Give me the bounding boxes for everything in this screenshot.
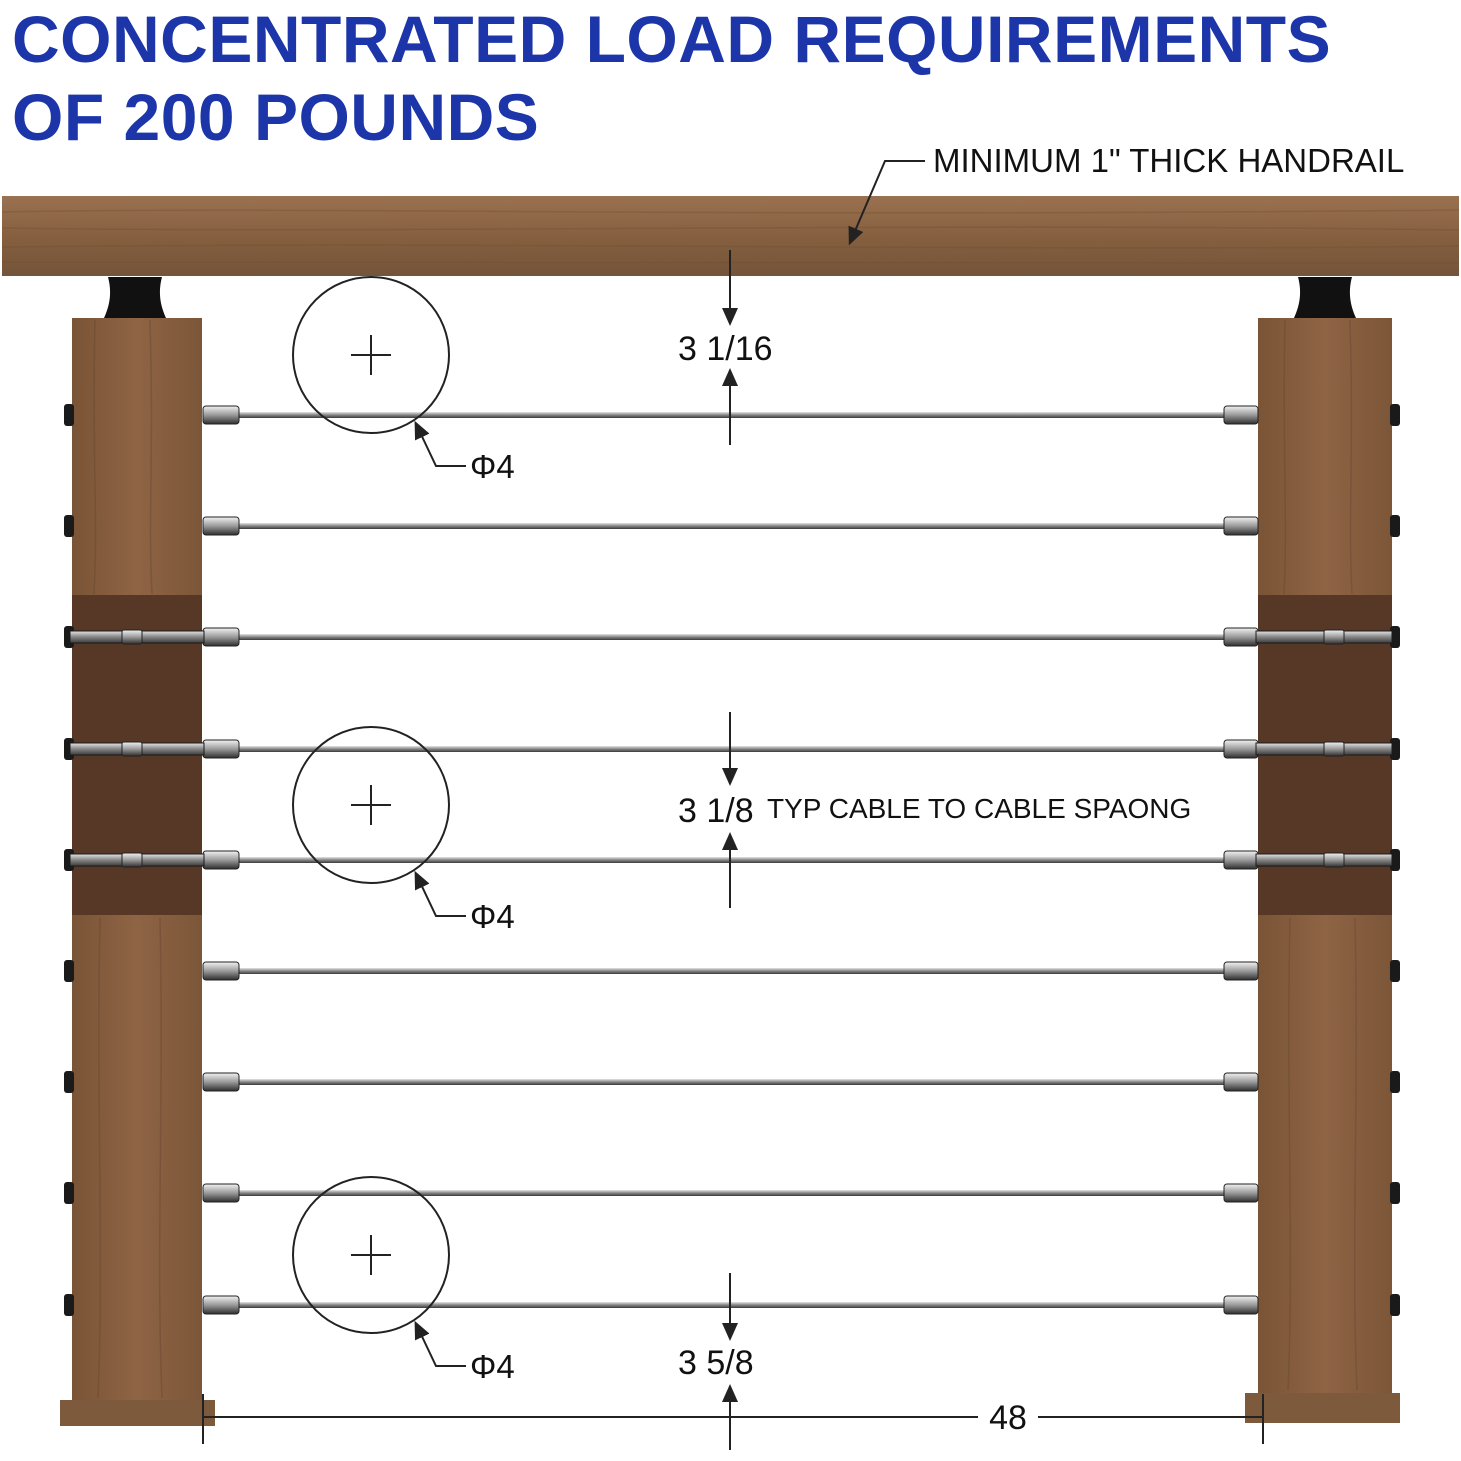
load-circle-leader — [414, 1320, 466, 1367]
right-bolt-icon — [1390, 1294, 1400, 1316]
load-circle-label: Φ4 — [470, 448, 515, 485]
title-line-2: OF 200 POUNDS — [12, 80, 540, 154]
cable-wire — [236, 523, 1228, 529]
cable-row — [64, 626, 1400, 648]
cable-wire — [236, 857, 1228, 863]
bottom-gap-label: 3 5/8 — [678, 1344, 754, 1382]
right-rod-nut — [1323, 741, 1345, 757]
right-cable-fitting — [1223, 405, 1259, 425]
left-cable-fitting — [202, 739, 240, 759]
right-cable-fitting — [1223, 627, 1259, 647]
left-cable-fitting — [202, 627, 240, 647]
left-rod-nut — [121, 741, 143, 757]
right-cable-fitting — [1223, 961, 1259, 981]
load-circle-outline — [292, 726, 450, 884]
top-gap-label: 3 1/16 — [678, 330, 773, 368]
left-cable-fitting — [202, 1183, 240, 1203]
cable-row — [64, 1071, 1400, 1093]
right-bolt-icon — [1390, 404, 1400, 426]
right-bolt-icon — [1390, 515, 1400, 537]
left-post-mount — [104, 277, 166, 318]
left-post — [60, 318, 215, 1426]
width-dimension — [202, 1394, 1264, 1444]
left-rod-nut — [121, 852, 143, 868]
cable-wire — [236, 1302, 1228, 1308]
right-post-mount — [1294, 277, 1356, 318]
cable-row — [64, 404, 1400, 426]
left-cable-fitting — [202, 405, 240, 425]
left-rod-nut — [121, 629, 143, 645]
left-cable-fitting — [202, 1295, 240, 1315]
right-cable-fitting — [1223, 739, 1259, 759]
left-bolt-icon — [64, 1071, 74, 1093]
cable-wire — [236, 412, 1228, 418]
handrail-label: MINIMUM 1" THICK HANDRAIL — [933, 142, 1404, 179]
cable-row — [64, 1294, 1400, 1316]
left-bolt-icon — [64, 1182, 74, 1204]
right-rod-nut — [1323, 852, 1345, 868]
left-cable-fitting — [202, 850, 240, 870]
load-circle-outline — [292, 1176, 450, 1334]
cable-row — [64, 1182, 1400, 1204]
cable-wire — [236, 968, 1228, 974]
left-cable-fitting — [202, 516, 240, 536]
left-cable-fitting — [202, 961, 240, 981]
left-cable-fitting — [202, 1072, 240, 1092]
title-line-1: CONCENTRATED LOAD REQUIREMENTS — [12, 2, 1332, 76]
cable-row — [64, 515, 1400, 537]
width-label: 48 — [989, 1399, 1027, 1437]
typ-spacing-value: 3 1/8 — [678, 792, 754, 830]
left-bolt-icon — [64, 515, 74, 537]
load-circle: Φ4 — [292, 1176, 515, 1385]
crosshair-icon — [351, 785, 391, 825]
cable-wire — [236, 1079, 1228, 1085]
right-bolt-icon — [1390, 960, 1400, 982]
right-cable-fitting — [1223, 1295, 1259, 1315]
cable-row — [64, 738, 1400, 760]
right-cable-fitting — [1223, 516, 1259, 536]
handrail-callout: MINIMUM 1" THICK HANDRAIL — [848, 142, 1404, 246]
handrail-leader — [848, 160, 925, 246]
crosshair-icon — [351, 335, 391, 375]
load-circle-label: Φ4 — [470, 1348, 515, 1385]
right-post-foot — [1245, 1393, 1400, 1423]
load-circle: Φ4 — [292, 276, 515, 485]
typ-spacing-label: TYP CABLE TO CABLE SPAONG — [767, 793, 1191, 824]
crosshair-icon — [351, 1235, 391, 1275]
left-bolt-icon — [64, 404, 74, 426]
left-bolt-icon — [64, 1294, 74, 1316]
load-circle-outline — [292, 276, 450, 434]
load-circle-leader — [414, 420, 466, 467]
load-circle: Φ4 — [292, 726, 515, 935]
cable-wire — [236, 1190, 1228, 1196]
load-circle-label: Φ4 — [470, 898, 515, 935]
cable-row — [64, 849, 1400, 871]
right-bolt-icon — [1390, 1071, 1400, 1093]
right-cable-fitting — [1223, 1072, 1259, 1092]
right-bolt-icon — [1390, 1182, 1400, 1204]
cables — [64, 404, 1400, 1316]
cable-wire — [236, 746, 1228, 752]
right-cable-fitting — [1223, 1183, 1259, 1203]
right-post — [1245, 318, 1400, 1423]
cable-row — [64, 960, 1400, 982]
left-post-foot — [60, 1400, 215, 1426]
cable-wire — [236, 634, 1228, 640]
load-circle-leader — [414, 870, 466, 917]
left-bolt-icon — [64, 960, 74, 982]
right-cable-fitting — [1223, 850, 1259, 870]
right-rod-nut — [1323, 629, 1345, 645]
